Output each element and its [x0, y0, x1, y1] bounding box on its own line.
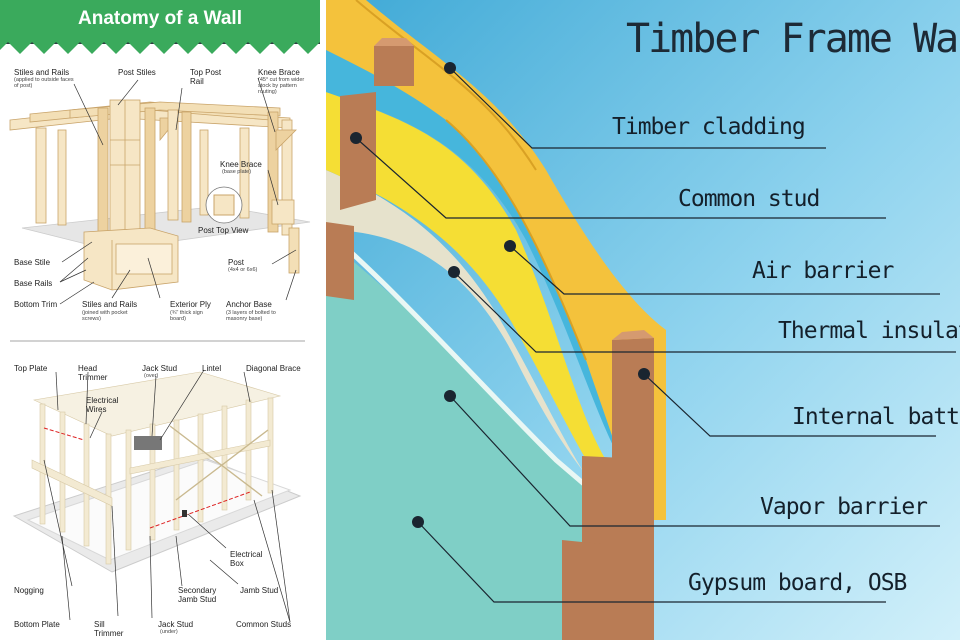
leader-dot: [412, 516, 424, 528]
label-secondary-jamb-stud: Secondary Jamb Stud: [178, 586, 228, 604]
banner-title: Anatomy of a Wall: [0, 8, 320, 30]
electrical-box-shape: [182, 510, 187, 517]
label-diagonal-brace: Diagonal Brace: [246, 364, 301, 373]
sub-exterior-ply: (¾" thick sign board): [170, 310, 216, 322]
label-sill-trimmer: Sill Trimmer: [94, 620, 134, 638]
label-common-studs: Common Studs: [236, 620, 291, 629]
label-knee-brace-top: Knee Brace: [258, 68, 300, 77]
leader-dot: [444, 62, 456, 74]
sub-knee-brace-base: (base plate): [222, 169, 251, 175]
label-anchor-base: Anchor Base: [226, 300, 272, 309]
label-nogging: Nogging: [14, 586, 44, 595]
label-base-stile: Base Stile: [14, 258, 50, 267]
label-stiles-rails-top: Stiles and Rails: [14, 68, 69, 77]
panel-title: Timber Frame Wall: [626, 16, 960, 62]
label-thermal-insulation: Thermal insulation: [778, 318, 960, 344]
anatomy-panel: Anatomy of a Wall Stiles and Rails (appl…: [0, 0, 320, 640]
sub-jack-stud-under: (under): [160, 629, 178, 635]
sub-anchor-base: (3 layers of bolted to masonry base): [226, 310, 290, 322]
label-top-post-rail: Top Post Rail: [190, 68, 230, 86]
label-post-stiles: Post Stiles: [118, 68, 156, 77]
label-common-stud: Common stud: [678, 186, 819, 212]
label-vapor-barrier: Vapor barrier: [760, 494, 927, 520]
leader-dot: [444, 390, 456, 402]
label-post-top-view: Post Top View: [198, 226, 248, 235]
sub-knee-brace-top: (45° cut from wider stock by pattern rou…: [258, 77, 316, 95]
leader-dot: [504, 240, 516, 252]
label-jack-stud-over: Jack Stud: [142, 364, 177, 373]
label-lintel: Lintel: [202, 364, 221, 373]
label-top-plate: Top Plate: [14, 364, 47, 373]
label-knee-brace-base: Knee Brace: [220, 160, 262, 169]
leader-dot: [638, 368, 650, 380]
label-electrical-box: Electrical Box: [230, 550, 270, 568]
label-exterior-ply: Exterior Ply: [170, 300, 211, 309]
label-internal-batten: Internal batten: [792, 404, 960, 430]
sub-stiles-rails-top: (applied to outside faces of post): [14, 77, 74, 89]
sub-post: (4x4 or 6x6): [228, 267, 257, 273]
leader-dot: [448, 266, 460, 278]
leader-dot: [350, 132, 362, 144]
label-bottom-plate: Bottom Plate: [14, 620, 60, 629]
pergola-illustration: [10, 100, 310, 290]
stud-frame-illustration: [14, 372, 300, 572]
label-post: Post: [228, 258, 244, 267]
label-gypsum-board: Gypsum board, OSB: [688, 570, 906, 596]
label-jamb-stud: Jamb Stud: [240, 586, 278, 595]
label-electrical-wires: Electrical Wires: [86, 396, 126, 414]
label-timber-cladding: Timber cladding: [612, 114, 805, 140]
label-base-rails: Base Rails: [14, 279, 52, 288]
timber-frame-panel: Timber Frame Wall Timber cladding Common…: [326, 0, 960, 640]
label-bottom-trim: Bottom Trim: [14, 300, 57, 309]
label-head-trimmer: Head Trimmer: [78, 364, 118, 382]
label-jack-stud-under: Jack Stud: [158, 620, 193, 629]
label-air-barrier: Air barrier: [752, 258, 893, 284]
lintel-block: [134, 436, 162, 450]
sub-stiles-rails-bottom: (joined with pocket screws): [82, 310, 138, 322]
label-stiles-rails-bottom: Stiles and Rails: [82, 300, 137, 309]
sub-jack-stud-over: (over): [144, 373, 158, 379]
